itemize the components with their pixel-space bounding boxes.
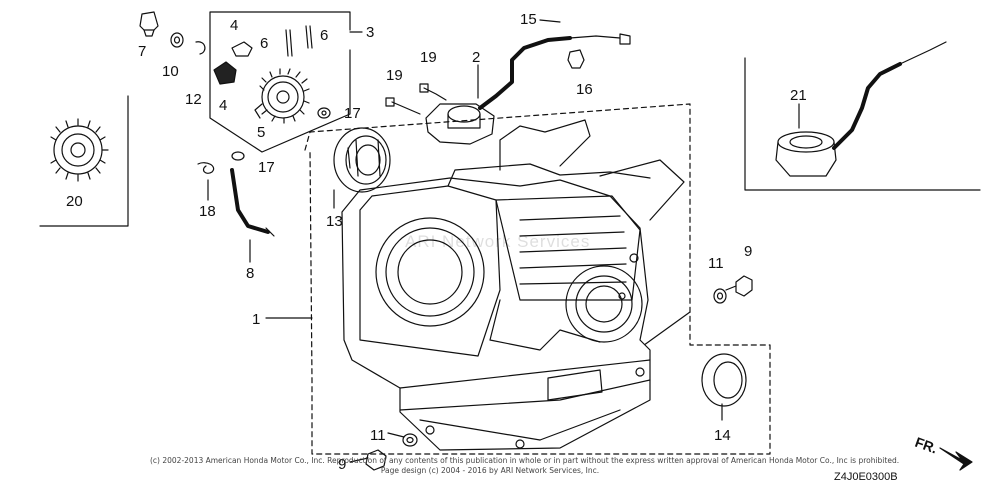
callout-19a: 19 bbox=[420, 49, 437, 66]
callout-12: 12 bbox=[185, 91, 202, 108]
callout-5: 5 bbox=[257, 124, 265, 141]
callout-2: 2 bbox=[472, 49, 480, 66]
cylinder-block bbox=[341, 119, 685, 451]
copyright-footer: (c) 2002-2013 American Honda Motor Co., … bbox=[150, 456, 900, 476]
crank-gear bbox=[50, 118, 109, 182]
leader-15 bbox=[539, 19, 561, 23]
bolt-19a bbox=[419, 83, 447, 101]
breather-tube bbox=[230, 168, 275, 237]
callout-7: 7 bbox=[138, 43, 146, 60]
group-frame-3 bbox=[209, 11, 351, 153]
leader-11b bbox=[387, 432, 405, 438]
grommet-16 bbox=[567, 49, 585, 69]
callout-17b: 17 bbox=[258, 159, 275, 176]
oil-seal-14 bbox=[701, 353, 747, 407]
oil-sensor-21 bbox=[775, 41, 947, 177]
callout-16: 16 bbox=[576, 81, 593, 98]
clip-12 bbox=[195, 41, 206, 55]
front-arrow bbox=[939, 447, 973, 471]
washer-11a bbox=[713, 288, 727, 304]
callout-labels: 1 2 3 4 4 5 6 6 7 8 9 9 10 11 11 12 13 1… bbox=[66, 11, 940, 473]
clip-18 bbox=[197, 162, 215, 174]
governor-weights bbox=[213, 41, 253, 85]
callout-1: 1 bbox=[252, 311, 260, 328]
callout-6b: 6 bbox=[320, 27, 328, 44]
drain-bolt-9a bbox=[725, 275, 753, 297]
group-bracket-20 bbox=[39, 95, 129, 227]
governor-gear bbox=[254, 68, 310, 124]
callout-3: 3 bbox=[366, 24, 374, 41]
callout-17a: 17 bbox=[344, 105, 361, 122]
watermark: ARI Network Services bbox=[405, 232, 591, 251]
leader-9b bbox=[349, 457, 369, 463]
copyright-text: (c) 2002-2013 American Honda Motor Co., … bbox=[150, 456, 900, 465]
bolt-19b bbox=[385, 97, 421, 115]
group-frame-1 bbox=[304, 103, 771, 455]
callout-19b: 19 bbox=[386, 67, 403, 84]
callout-4b: 4 bbox=[219, 97, 227, 114]
callout-18: 18 bbox=[199, 203, 216, 220]
callout-11b: 11 bbox=[370, 427, 386, 444]
callout-20: 20 bbox=[66, 193, 83, 210]
callout-4a: 4 bbox=[230, 17, 238, 34]
washer-17b bbox=[317, 107, 331, 119]
governor-pins bbox=[285, 25, 313, 57]
bearing-13 bbox=[333, 127, 391, 193]
plug-7 bbox=[139, 11, 159, 37]
page-design-text: Page design (c) 2004 - 2016 by ARI Netwo… bbox=[380, 466, 600, 475]
washer-10 bbox=[170, 32, 184, 48]
front-label: FR. bbox=[913, 434, 940, 457]
callout-21: 21 bbox=[790, 87, 807, 104]
oil-switch bbox=[425, 33, 631, 145]
drain-bolt-9b bbox=[365, 449, 387, 471]
callout-10: 10 bbox=[162, 63, 179, 80]
callout-13: 13 bbox=[326, 213, 343, 230]
diagram-code: Z4J0E0300B bbox=[834, 471, 898, 483]
leader-1b bbox=[639, 311, 691, 349]
callout-15: 15 bbox=[520, 11, 537, 28]
callout-9b: 9 bbox=[338, 456, 346, 473]
callout-11a: 11 bbox=[708, 255, 724, 272]
callout-14: 14 bbox=[714, 427, 731, 444]
callout-9a: 9 bbox=[744, 243, 752, 260]
washer-11b bbox=[402, 433, 418, 447]
washer-17a bbox=[231, 151, 245, 161]
callout-8: 8 bbox=[246, 265, 254, 282]
group-frame-21 bbox=[744, 57, 981, 191]
callout-6a: 6 bbox=[260, 35, 268, 52]
